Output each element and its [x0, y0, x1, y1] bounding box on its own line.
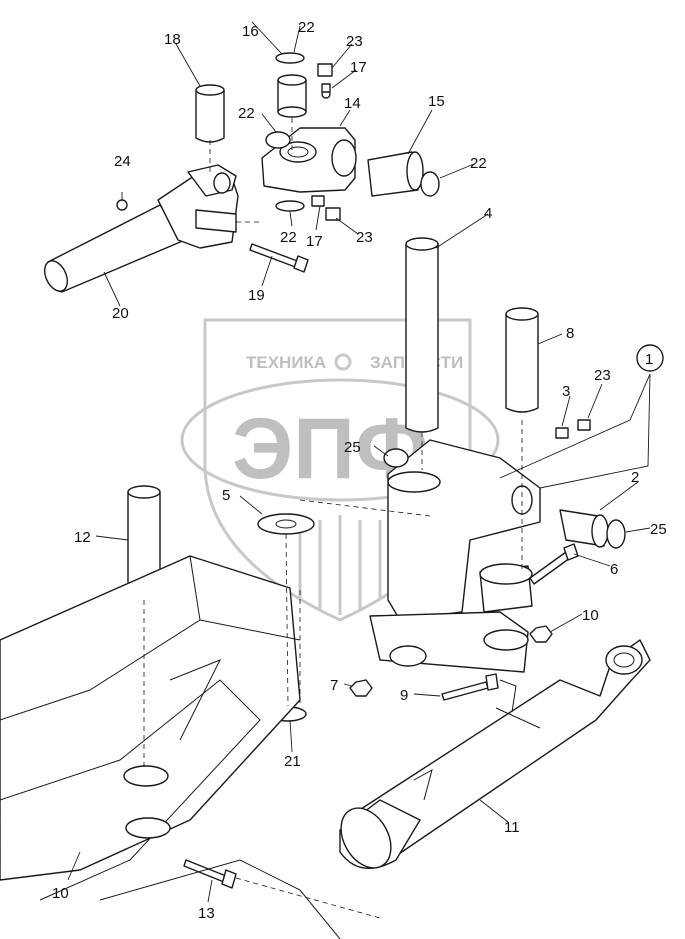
callout-3: 3: [562, 383, 570, 400]
washer-25-left: [383, 448, 409, 468]
bolt-9: [441, 673, 499, 701]
washer-22-left: [265, 131, 291, 149]
callout-10-left: 10: [52, 885, 69, 902]
callout-14: 14: [344, 95, 361, 112]
callout-18: 18: [164, 31, 181, 48]
callout-6: 6: [610, 561, 618, 578]
gear-icon: [334, 353, 352, 371]
washer-25-right: [606, 519, 626, 549]
washer-22-top: [275, 52, 305, 64]
grease-fitting-17-23-top: [317, 63, 333, 99]
callout-16: 16: [242, 23, 259, 40]
callout-23-right: 23: [594, 367, 611, 384]
bushing-16: [277, 74, 307, 118]
callout-22-left: 22: [238, 105, 255, 122]
callout-2: 2: [631, 469, 639, 486]
callout-19: 19: [248, 287, 265, 304]
watermark-text-left: ТЕХНИКА: [246, 353, 326, 372]
bolt-13: [183, 859, 237, 889]
callout-25-right: 25: [650, 521, 667, 538]
callout-24: 24: [114, 153, 131, 170]
fitting-3: [555, 427, 569, 439]
callout-labels: 1 2 3 4 5 6 7 8 9 10 10 11 12 13 14 15 1…: [52, 19, 667, 922]
hydraulic-cylinder-11: [339, 639, 651, 869]
washer-5: [257, 513, 315, 535]
washer-22-bottom: [275, 200, 305, 212]
callout-23-top: 23: [346, 33, 363, 50]
nut-7: [349, 679, 373, 697]
callout-1: 1: [645, 351, 653, 368]
callout-22-right: 22: [470, 155, 487, 172]
bushing-2: [559, 509, 609, 548]
fitting-23: [577, 419, 591, 431]
washer-22-right: [420, 171, 440, 197]
callout-circle-1: [636, 344, 664, 372]
pin-18: [195, 84, 225, 143]
pin-8: [505, 307, 539, 413]
callout-13: 13: [198, 905, 215, 922]
callout-11: 11: [504, 819, 520, 836]
nut-10-right: [529, 625, 553, 643]
callout-22-bottom: 22: [280, 229, 297, 246]
callout-17-top: 17: [350, 59, 367, 76]
callout-10-right: 10: [582, 607, 599, 624]
pin-4: [405, 237, 439, 433]
bolt-19: [249, 243, 309, 273]
pivot-housing: [369, 439, 541, 673]
leader-lines: [67, 21, 651, 903]
callout-25-left: 25: [344, 439, 361, 456]
nut-24: [116, 199, 128, 211]
bushing-15: [367, 151, 424, 197]
callout-12: 12: [74, 529, 91, 546]
callout-4: 4: [484, 205, 492, 222]
callout-15: 15: [428, 93, 445, 110]
callout-8: 8: [566, 325, 574, 342]
drive-shaft-20: [43, 164, 239, 293]
grease-fitting-17-23-bottom: [311, 195, 341, 221]
callout-23-bottom: 23: [356, 229, 373, 246]
callout-21: 21: [284, 753, 301, 770]
callout-22-top: 22: [298, 19, 315, 36]
callout-9: 9: [400, 687, 408, 704]
frame: [0, 555, 341, 939]
callout-7: 7: [330, 677, 338, 694]
callout-20: 20: [112, 305, 129, 322]
assembly-lines: [143, 118, 523, 919]
callout-17-bottom: 17: [306, 233, 323, 250]
bolt-6: [529, 543, 579, 585]
callout-5: 5: [222, 487, 230, 504]
